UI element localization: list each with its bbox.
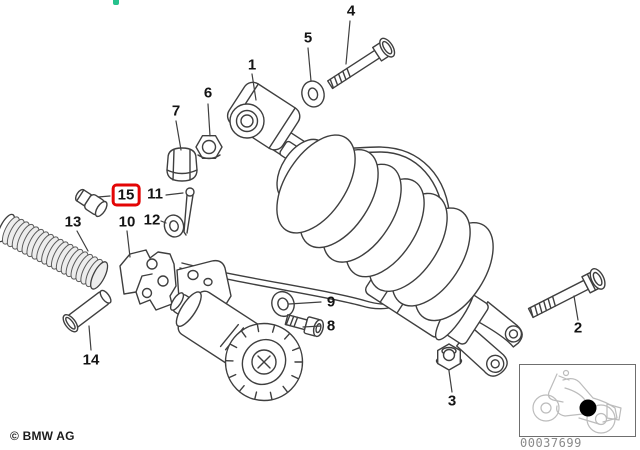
part-callout-13[interactable]: 13 (64, 213, 82, 231)
part-callout-1[interactable]: 1 (247, 56, 257, 74)
part-3-nut (435, 343, 463, 371)
part-adjuster-knob (224, 322, 304, 402)
part-callout-4[interactable]: 4 (346, 2, 356, 20)
part-callout-5[interactable]: 5 (303, 29, 313, 47)
part-shock-coil-spring (276, 134, 494, 322)
part-7-cap (166, 147, 198, 182)
part-callout-9[interactable]: 9 (326, 293, 336, 311)
part-callout-12[interactable]: 12 (143, 211, 161, 229)
part-10-latch (119, 249, 177, 311)
part-11-cotter-pin (183, 187, 195, 236)
motorcycle-icon (532, 369, 622, 434)
part-1-shock-top (226, 81, 321, 176)
part-13-spring (0, 213, 109, 290)
part-callout-2[interactable]: 2 (573, 319, 583, 337)
part-callout-15-highlighted[interactable]: 15 (111, 183, 141, 207)
model-thumbnail (519, 364, 636, 437)
part-callout-8[interactable]: 8 (326, 317, 336, 335)
diagram-number: 00037699 (520, 436, 582, 450)
part-2-bolt (527, 268, 606, 319)
part-14-pin (62, 289, 112, 333)
part-callout-6[interactable]: 6 (203, 84, 213, 102)
cursor-artifact (113, 0, 119, 5)
part-9-washer (271, 290, 295, 318)
part-callout-7[interactable]: 7 (171, 102, 181, 120)
part-5-washer (301, 80, 325, 108)
leader-lines (76, 20, 579, 393)
part-callout-10[interactable]: 10 (118, 213, 136, 231)
copyright-text: © BMW AG (10, 429, 75, 443)
part-callout-14[interactable]: 14 (82, 351, 100, 369)
part-4-bolt (326, 37, 396, 90)
location-marker-dot (579, 399, 597, 417)
part-callout-11[interactable]: 11 (147, 185, 163, 203)
part-6-nut (195, 135, 223, 160)
part-12-washer (163, 214, 185, 238)
part-callout-3[interactable]: 3 (447, 392, 457, 410)
